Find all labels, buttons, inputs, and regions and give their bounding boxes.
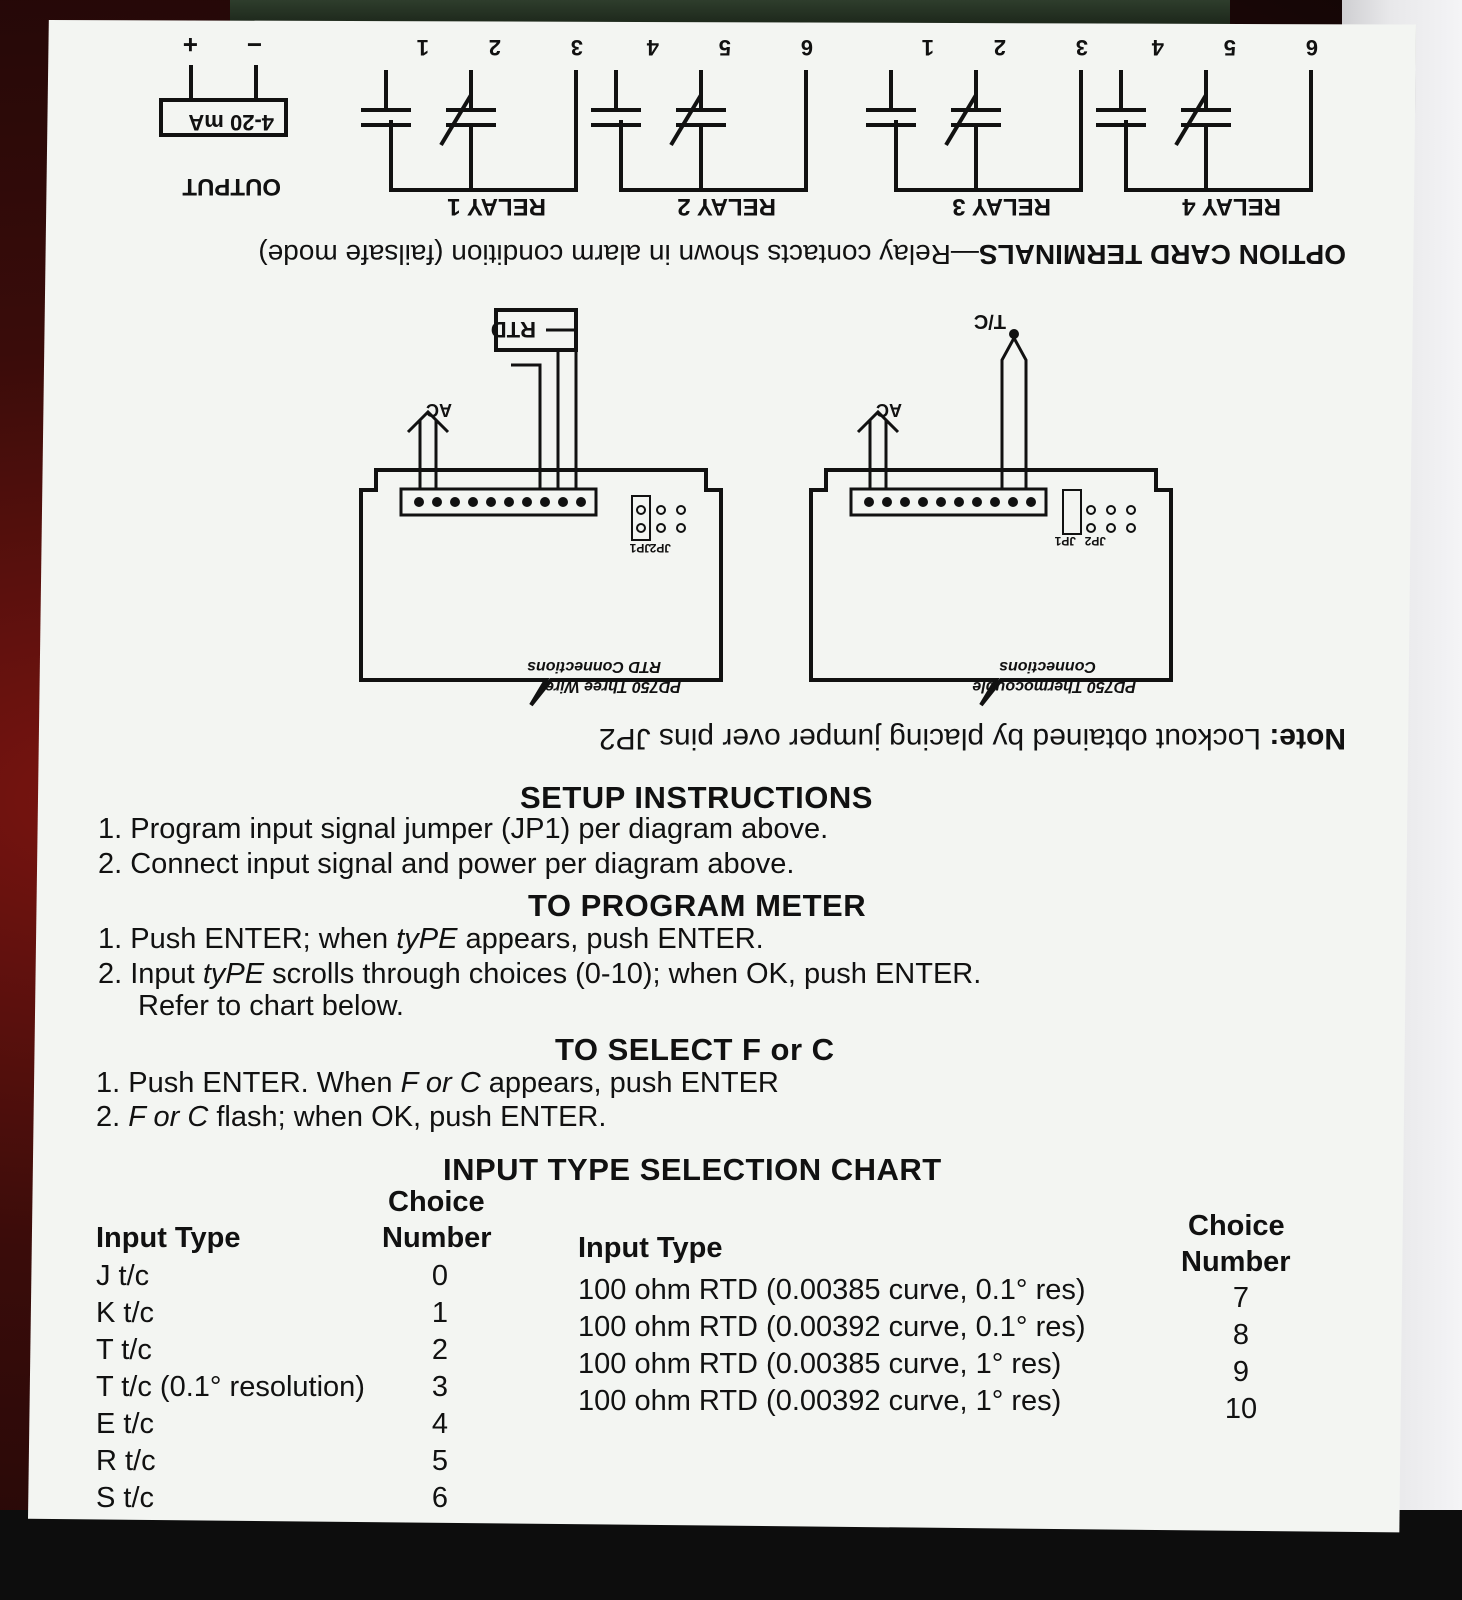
terminal-screws-rtd (414, 497, 586, 507)
chart-row-num: 10 (1224, 1393, 1258, 1425)
select-step-2: 2. F or C flash; when OK, push ENTER. (96, 1101, 607, 1133)
relay-2-pin-6: 6 (800, 35, 813, 60)
program-heading: TO PROGRAM METER (528, 888, 867, 923)
chart-row-num: 1 (431, 1297, 449, 1329)
setup-step-1: 1. Program input signal jumper (JP1) per… (98, 813, 829, 845)
right-choice-header-2: Number (1181, 1246, 1291, 1278)
chart-row-type: E t/c (96, 1408, 155, 1440)
rtd-jp1-label: JP1 (629, 541, 651, 555)
relay-3-pin-2: 2 (993, 35, 1006, 60)
left-choice-header-1: Choice (388, 1186, 485, 1218)
relay-1-label: RELAY 1 (447, 193, 546, 220)
note-label: Note: (1269, 722, 1346, 755)
chart-row-type: J t/c (96, 1260, 150, 1292)
terminal-screws-tc (864, 497, 1036, 507)
chart-row-type: 100 ohm RTD (0.00392 curve, 1° res) (578, 1385, 1062, 1417)
chart-row-num: 0 (431, 1260, 449, 1292)
relay-3-label: RELAY 3 (952, 193, 1051, 220)
chart-row-num: 5 (431, 1445, 449, 1477)
chart-row-type: 100 ohm RTD (0.00385 curve, 0.1° res) (578, 1274, 1086, 1306)
rtd-diagram-subtitle: RTD Connections (527, 658, 661, 675)
program-step-2-note: Refer to chart below. (138, 990, 404, 1022)
relay-2-pin-5: 5 (718, 35, 731, 60)
thermocouple-connection-diagram (809, 329, 1173, 707)
chart-row-num: 4 (431, 1408, 449, 1440)
tc-diagram-subtitle: Connections (999, 658, 1096, 675)
relay-3-pin-1: 1 (921, 35, 934, 60)
tc-jp1-label: JP1 (1054, 534, 1076, 548)
relay-1-pin-2: 2 (488, 35, 501, 60)
relay-2-pin-4: 4 (646, 35, 659, 60)
output-4-20ma-label: 4-20 mA (188, 110, 274, 135)
relay-4-pin-6: 6 (1305, 35, 1318, 60)
output-minus: − (246, 30, 262, 60)
lockout-note: Note: Lockout obtained by placing jumper… (599, 721, 1346, 755)
program-step-1: 1. Push ENTER; when tyPE appears, push E… (98, 923, 764, 955)
chart-row-type: R t/c (96, 1445, 156, 1477)
instruction-card: Note: Lockout obtained by placing jumper… (28, 20, 1416, 1533)
chart-row-num: 2 (431, 1334, 449, 1366)
chart-row-type: T t/c (0.1° resolution) (96, 1371, 365, 1403)
chart-row-num: 7 (1232, 1282, 1250, 1314)
select-step-1: 1. Push ENTER. When F or C appears, push… (96, 1067, 779, 1099)
select-heading: TO SELECT F or C (555, 1032, 835, 1067)
tc-sensor-label: T/C (973, 310, 1006, 332)
relay-4-label: RELAY 4 (1182, 193, 1281, 220)
chart-row-num: 9 (1232, 1356, 1250, 1388)
chart-row-type: T t/c (96, 1334, 152, 1366)
option-caption-text: —Relay contacts shown in alarm condition… (258, 239, 979, 270)
note-text: Lockout obtained by placing jumper over … (598, 722, 1270, 755)
setup-step-2: 2. Connect input signal and power per di… (98, 848, 795, 880)
tc-ac-label: AC (876, 400, 902, 420)
chart-row-num: 8 (1232, 1319, 1250, 1351)
program-step-2: 2. Input tyPE scrolls through choices (0… (98, 958, 982, 990)
rtd-jp2-label: JP2 (649, 541, 671, 555)
tc-diagram-title: PD750 Thermocouple (972, 678, 1136, 695)
right-input-type-header: Input Type (578, 1232, 723, 1264)
left-input-type-header: Input Type (96, 1222, 241, 1254)
relay-3-pin-3: 3 (1075, 35, 1088, 60)
option-card-caption: OPTION CARD TERMINALS—Relay contacts sho… (258, 238, 1346, 270)
right-choice-header-1: Choice (1188, 1210, 1285, 1242)
rtd-connection-diagram (359, 308, 723, 707)
chart-row-num: 6 (431, 1482, 449, 1514)
relay-4-pin-5: 5 (1223, 35, 1236, 60)
output-label: OUTPUT (182, 173, 281, 200)
option-caption-bold: OPTION CARD TERMINALS (978, 239, 1346, 270)
option-card-terminals (159, 65, 1313, 192)
left-choice-header-2: Number (382, 1222, 492, 1254)
relay-1-pin-1: 1 (416, 35, 429, 60)
chart-row-type: S t/c (96, 1482, 155, 1514)
setup-heading: SETUP INSTRUCTIONS (520, 780, 873, 815)
tc-jp2-label: JP2 (1084, 534, 1106, 548)
rtd-sensor-label: RTD (490, 317, 536, 342)
upside-down-section: Note: Lockout obtained by placing jumper… (28, 20, 1416, 760)
relay-1-pin-3: 3 (570, 35, 583, 60)
chart-heading: INPUT TYPE SELECTION CHART (443, 1152, 942, 1187)
rtd-diagram-title: PD750 Three Wire (545, 678, 681, 695)
rtd-ac-label: AC (426, 400, 452, 420)
relay-2-label: RELAY 2 (677, 193, 776, 220)
chart-row-type: K t/c (96, 1297, 155, 1329)
relay-4-pin-4: 4 (1151, 35, 1164, 60)
output-plus: + (182, 30, 198, 60)
chart-row-type: 100 ohm RTD (0.00392 curve, 0.1° res) (578, 1311, 1086, 1343)
chart-row-num: 3 (431, 1371, 449, 1403)
chart-row-type: 100 ohm RTD (0.00385 curve, 1° res) (578, 1348, 1062, 1380)
